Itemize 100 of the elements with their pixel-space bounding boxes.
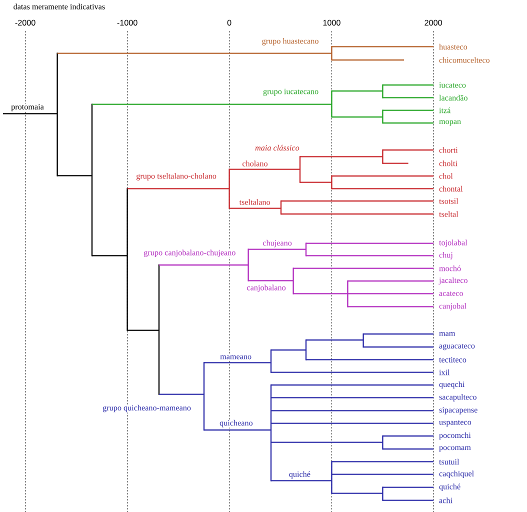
language-label: tsutuil xyxy=(439,458,460,465)
branch-line xyxy=(271,410,434,412)
branch-label: quiché xyxy=(288,470,311,479)
branch-line xyxy=(382,97,434,98)
branch-line xyxy=(332,188,434,190)
language-label: tojolabal xyxy=(439,240,468,247)
branch-line xyxy=(271,422,434,424)
language-label: chontal xyxy=(439,186,463,192)
branch-line xyxy=(348,293,434,294)
branch-label: tseltalano xyxy=(238,198,271,206)
language-label: achi xyxy=(439,497,452,504)
axis-tick-label: -2000 xyxy=(15,20,36,26)
branch-line xyxy=(332,175,434,177)
branch-line xyxy=(204,362,271,364)
language-label: pocomam xyxy=(439,446,471,452)
branch-line xyxy=(127,188,230,190)
branch-line xyxy=(3,113,58,114)
language-label: queqchi xyxy=(439,381,464,389)
junction-line xyxy=(126,188,128,331)
branch-line xyxy=(332,116,383,118)
branch-line xyxy=(204,429,271,431)
branch-line xyxy=(271,349,306,351)
language-label: lacandão xyxy=(439,94,468,101)
language-label: sipacapense xyxy=(439,407,478,414)
branch-line xyxy=(229,208,281,209)
language-label: chuj xyxy=(439,252,452,260)
branch-line xyxy=(127,330,159,331)
language-label: caqchiquel xyxy=(439,470,474,478)
branch-line xyxy=(382,110,434,111)
junction-line xyxy=(331,90,332,118)
branch-line xyxy=(382,162,408,164)
branch-label: grupo tseltalano-cholano xyxy=(136,172,217,181)
note-text: datas meramente indicativas xyxy=(14,4,105,10)
branch-line xyxy=(159,394,204,395)
branch-line xyxy=(348,306,434,308)
language-label: canjobal xyxy=(439,303,466,310)
branch-line xyxy=(382,448,434,450)
junction-line xyxy=(299,156,301,183)
language-label: chicomucelteco xyxy=(439,57,490,63)
branch-line xyxy=(293,268,434,269)
language-label: mopan xyxy=(439,120,461,126)
language-label: mam xyxy=(439,332,456,336)
branch-line xyxy=(382,122,434,124)
junction-line xyxy=(270,384,272,482)
branch-line xyxy=(271,397,434,398)
branch-label: protomaia xyxy=(10,104,44,112)
branch-label: grupo quicheano-mameano xyxy=(102,404,192,413)
branch-line xyxy=(92,255,128,256)
language-label: cholti xyxy=(439,160,458,166)
branch-line xyxy=(382,500,434,501)
branch-line xyxy=(281,200,434,202)
language-label: uspanteco xyxy=(439,420,472,426)
branch-label: grupo canjobalano-chujeano xyxy=(143,249,236,258)
axis-tick-label: -1000 xyxy=(117,20,138,26)
language-label: chol xyxy=(439,173,453,179)
branch-line xyxy=(271,442,383,443)
language-label: mochó xyxy=(439,265,461,272)
language-label: itzá xyxy=(439,107,451,114)
branch-line xyxy=(332,59,404,61)
branch-line xyxy=(332,474,434,475)
language-label: jacalteco xyxy=(438,277,468,285)
language-label: tseltal xyxy=(439,211,458,217)
junction-line xyxy=(305,242,307,256)
language-label: pocomchi xyxy=(439,432,471,440)
junction-line xyxy=(382,84,384,98)
branch-line xyxy=(348,280,434,282)
junction-line xyxy=(382,486,384,501)
branch-line xyxy=(300,156,383,158)
junction-line xyxy=(91,104,93,256)
language-label: acateco xyxy=(439,291,463,296)
branch-line xyxy=(332,46,434,48)
branch-line xyxy=(306,242,434,244)
junction-line xyxy=(382,149,384,164)
branch-line xyxy=(382,435,434,437)
branch-label: chujeano xyxy=(262,240,292,248)
junction-line xyxy=(248,248,249,282)
junction-line xyxy=(382,110,384,124)
junction-line xyxy=(331,461,332,494)
branch-line xyxy=(271,384,434,386)
language-label: quiché xyxy=(439,484,460,491)
branch-label: quicheano xyxy=(219,420,254,428)
junction-line xyxy=(56,52,58,176)
language-label: aguacateco xyxy=(439,344,475,350)
junction-line xyxy=(362,333,364,348)
axis-tick-label: 2000 xyxy=(424,20,442,26)
language-label: tectiteco xyxy=(439,356,466,362)
junction-line xyxy=(270,349,272,373)
language-label: ixil xyxy=(439,370,450,376)
branch-label: cholano xyxy=(242,160,268,167)
junction-line xyxy=(305,339,307,360)
junction-line xyxy=(203,362,205,431)
language-label: huasteco xyxy=(439,44,468,50)
branch-line xyxy=(271,480,332,482)
language-label: chorti xyxy=(439,147,458,153)
branch-line xyxy=(382,84,434,86)
branch-line xyxy=(248,248,306,250)
junction-line xyxy=(228,168,230,209)
junction-line xyxy=(331,46,332,61)
branch-line xyxy=(332,461,434,462)
branch-line xyxy=(229,168,300,170)
